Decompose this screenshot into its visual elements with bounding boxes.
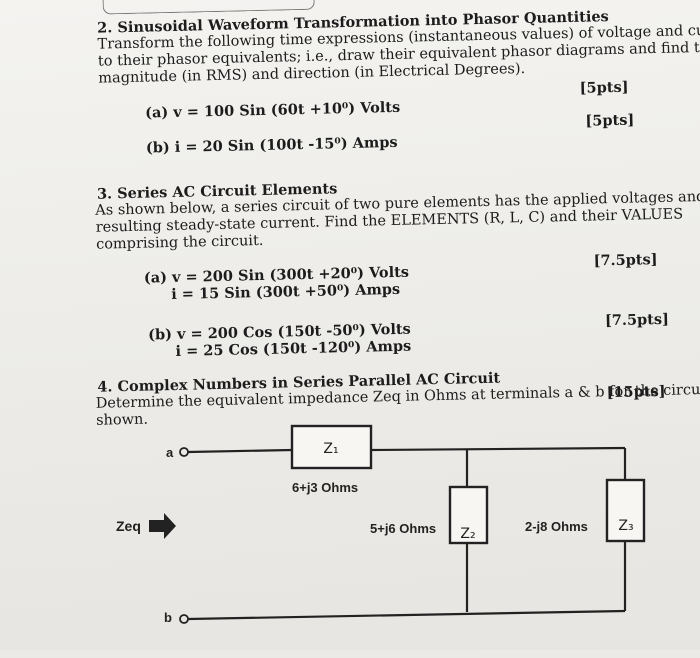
z2-symbol: Z₂ — [460, 526, 475, 542]
wire-bottom — [187, 609, 626, 621]
zeq-label: Zeq — [116, 518, 141, 534]
terminal-b-label: b — [164, 610, 172, 625]
z2-box — [448, 485, 489, 545]
terminal-a-label: a — [166, 445, 174, 460]
wire-top — [370, 446, 626, 452]
terminal-a-node — [179, 447, 189, 457]
terminal-b-node — [179, 614, 189, 624]
z1-symbol: Z₁ — [323, 441, 338, 457]
z3-value: 2-j8 Ohms — [525, 519, 588, 534]
z1-value: 6+j3 Ohms — [292, 480, 358, 495]
wire-a-z1 — [187, 448, 293, 454]
z1-box — [290, 424, 373, 470]
z3-box — [605, 478, 646, 543]
z2-value: 5+j6 Ohms — [370, 521, 436, 536]
z3-symbol: Z₃ — [618, 518, 633, 534]
zeq-arrow-icon — [149, 513, 176, 539]
